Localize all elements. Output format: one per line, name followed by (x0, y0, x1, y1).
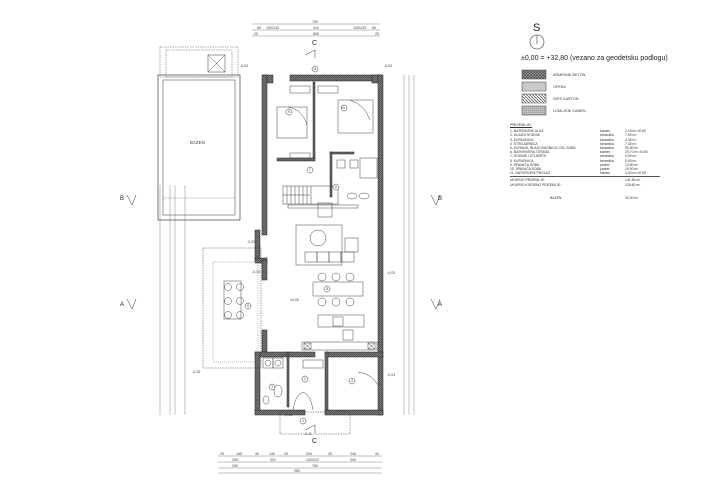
dim-top: 60 (372, 26, 376, 30)
dim-top: 100/133 (353, 26, 366, 30)
dim-top: 414 (313, 26, 319, 30)
dim-bottom-total: 960 (294, 469, 300, 473)
total-row: UKUPNO PRIZEMLJE:141,50 m² (510, 176, 660, 182)
room-number-6: 6 (247, 304, 249, 308)
dim-bottom: 165 (236, 452, 242, 456)
elevation-note: ±0,00 = +32,80 (vezano za geodetsku podl… (521, 55, 668, 62)
dim-bottom: 40 (375, 452, 379, 456)
room-number-11: 11 (313, 67, 317, 71)
section-label-b-right: B (438, 196, 443, 202)
dim-bottom: 246 (350, 452, 356, 456)
level-marker: -0,25 (192, 370, 201, 374)
room-number-7: 7 (309, 168, 311, 172)
room-number-8: 8 (335, 185, 337, 189)
level-marker: -0,03 (387, 373, 396, 377)
section-label-b-left: B (120, 196, 125, 202)
pool (157, 46, 241, 221)
dim-top: 60 (257, 26, 261, 30)
dim-bottom: 140 (269, 452, 275, 456)
pool-label: BAZEN (190, 140, 206, 145)
dim-bottom: 40 (255, 452, 259, 456)
room-table-title: PRIZEMLJE: (510, 123, 532, 127)
dim-top: 25 (254, 32, 258, 36)
dim-bottom: 25 (220, 452, 224, 456)
dim-bottom: 254 (306, 452, 312, 456)
dim-bottom: 200 (232, 458, 238, 462)
room-number-3: 3 (271, 385, 273, 389)
level-marker: -0,03 (252, 270, 261, 274)
dim-bottom: 153/222 (306, 458, 319, 462)
north-label: S (533, 22, 541, 34)
dim-top: 25 (375, 32, 379, 36)
dim-bottom: 200 (232, 464, 238, 468)
dim-bottom: 25 (328, 452, 332, 456)
level-marker: -0,11 (304, 432, 312, 436)
dim-bottom: 760 (312, 464, 318, 468)
dim-bottom: 25 (284, 452, 288, 456)
dim-top-total: 750 (312, 20, 318, 24)
section-label-c-top: C (312, 40, 318, 47)
room-number-10: 10 (341, 106, 345, 110)
dim-bottom: 305 (350, 458, 356, 462)
dim-top: 860 (313, 32, 319, 36)
section-label-c-bottom: C (312, 438, 318, 445)
level-marker: -0,25 (247, 240, 256, 244)
level-marker: -0,03 (240, 64, 249, 68)
room-number-4: 4 (351, 379, 353, 383)
room-number-5: 5 (326, 287, 328, 291)
total-row: UKUPNO KORISNO PRIZEMLJE:128,60 m² (510, 182, 641, 187)
legend-label-lomljeni-kamen: LOMLJENI KAMEN (553, 109, 586, 113)
dim-bottom: 301 (270, 458, 276, 462)
room-number-2: 2 (304, 377, 306, 381)
level-marker: ±0,00 (290, 298, 299, 302)
pool-area-row: BAZEN:32,00 m² (550, 195, 639, 200)
legend-label-gips-karton: GIPS KARTON (553, 97, 579, 101)
room-number-9: 9 (288, 110, 290, 114)
section-label-a-left: A (120, 302, 125, 308)
section-label-a-right: A (438, 302, 443, 308)
level-marker: -0,05 (284, 413, 293, 417)
dim-top: 100/133 (266, 26, 279, 30)
room-number-1: 1 (302, 419, 304, 423)
legend-label-opeka: OPEKA (553, 85, 566, 89)
level-marker: -0,03 (387, 271, 396, 275)
legend-label-armirani-beton: ARMIRANI BETON (553, 73, 586, 77)
level-marker: -0,03 (384, 64, 393, 68)
